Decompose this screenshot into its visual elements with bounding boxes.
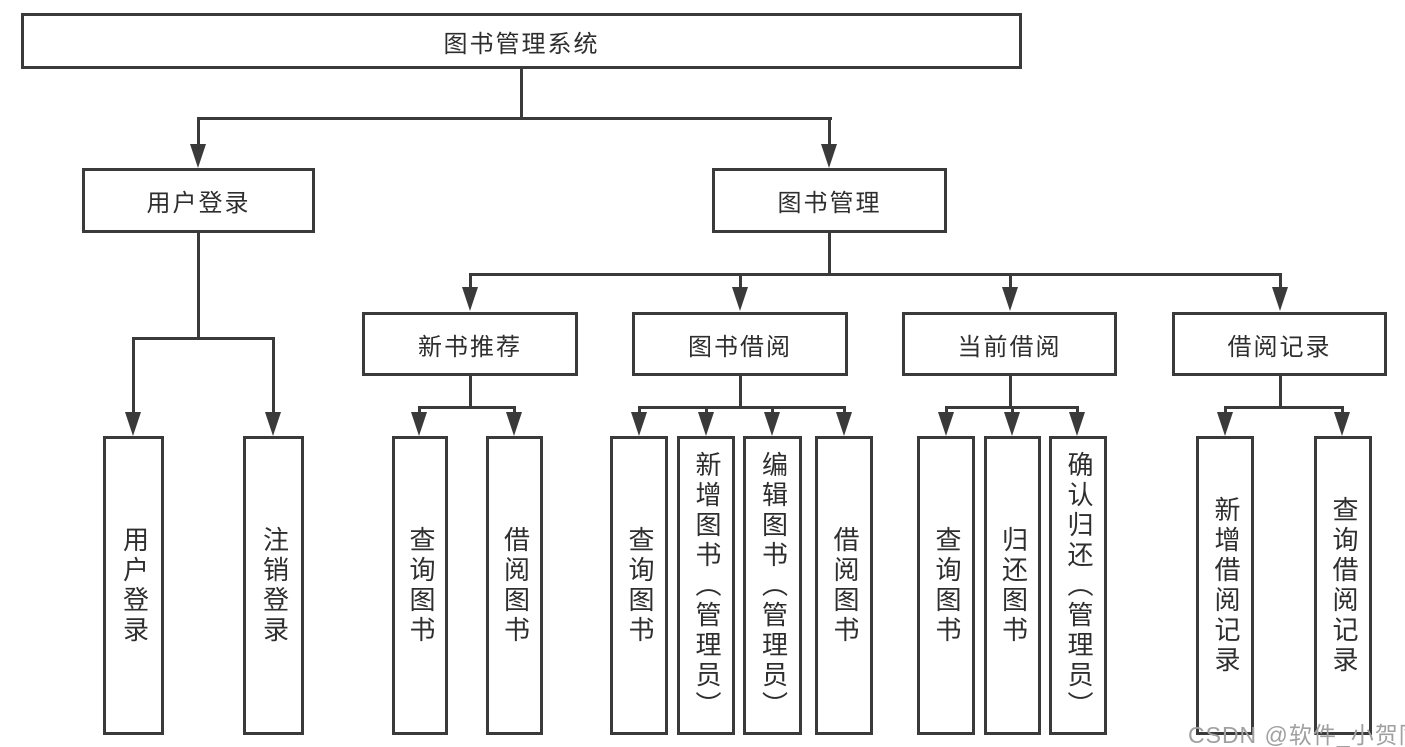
leaf-br-add-borrow-record: 新增借阅记录 [1196, 436, 1254, 735]
node-user-login: 用户登录 [82, 168, 315, 233]
node-book-borrow: 图书借阅 [632, 312, 848, 376]
node-book-management-label: 图书管理 [777, 190, 882, 217]
leaf-bb-edit-book-admin: 编辑图书（管理员） [743, 436, 802, 735]
connector-new-book-rec-stub [469, 376, 472, 406]
node-new-book-recommend-label: 新书推荐 [418, 333, 522, 361]
connector-arrow-stem-nb1 [418, 406, 421, 414]
connector-arrow-stem-borrow-record [1279, 273, 1282, 288]
connector-arrow-stem-current-borrow [1009, 273, 1012, 288]
leaf-cb-query-book: 查询图书 [917, 436, 975, 735]
arrowhead-current-borrow [1002, 287, 1018, 311]
leaf-nb-borrow-book: 借阅图书 [486, 436, 543, 735]
connector-book-management-hline [469, 273, 1282, 276]
connector-new-book-rec-hline [418, 406, 516, 409]
leaf-cb-confirm-return-admin: 确认归还（管理员） [1049, 436, 1107, 735]
connector-borrow-record-stub [1279, 376, 1282, 406]
connector-arrow-stem-bb1 [638, 406, 641, 414]
connector-arrow-stem-book-management [828, 117, 831, 145]
leaf-bb-borrow-book-label: 借阅图书 [829, 525, 860, 646]
arrowhead-cb-query-book [938, 412, 954, 436]
leaf-logout-label: 注销登录 [259, 525, 290, 646]
arrowhead-new-book-rec [462, 287, 478, 311]
connector-arrow-stem-cb2 [1011, 406, 1014, 414]
connector-user-login-stub [197, 233, 200, 337]
leaf-bb-edit-book-admin-label: 编辑图书（管理员） [758, 450, 789, 721]
connector-arrow-stem-br2 [1341, 406, 1344, 414]
connector-arrow-stem-cb3 [1076, 406, 1079, 414]
arrowhead-leaf-logout [265, 412, 281, 436]
connector-book-borrow-hline [638, 406, 846, 409]
connector-arrow-stem-new-book-rec [469, 273, 472, 288]
leaf-br-add-borrow-record-label: 新增借阅记录 [1210, 495, 1241, 676]
leaf-cb-return-book: 归还图书 [984, 436, 1041, 735]
node-root: 图书管理系统 [21, 13, 1022, 69]
leaf-user-login: 用户登录 [103, 436, 164, 735]
arrowhead-cb-confirm-return [1069, 412, 1085, 436]
arrowhead-br-query-record [1334, 412, 1350, 436]
node-current-borrow-label: 当前借阅 [957, 333, 1062, 361]
arrowhead-cb-return-book [1004, 412, 1020, 436]
leaf-cb-return-book-label: 归还图书 [998, 525, 1029, 646]
leaf-bb-add-book-admin: 新增图书（管理员） [677, 436, 735, 735]
connector-arrow-stem-nb2 [513, 406, 516, 414]
leaf-cb-query-book-label: 查询图书 [931, 525, 962, 646]
connector-arrow-stem-bb2 [705, 406, 708, 414]
leaf-bb-borrow-book: 借阅图书 [815, 436, 873, 735]
connector-arrow-stem-book-borrow [739, 273, 742, 288]
watermark: CSDN @软件_小贺同学 [1188, 722, 1405, 747]
leaf-cb-confirm-return-admin-label: 确认归还（管理员） [1063, 450, 1094, 721]
leaf-user-login-label: 用户登录 [119, 525, 150, 646]
arrowhead-borrow-record [1272, 287, 1288, 311]
connector-arrow-stem-br1 [1224, 406, 1227, 414]
connector-arrow-stem-bb3 [771, 406, 774, 414]
leaf-nb-query-book-label: 查询图书 [405, 525, 436, 646]
connector-arrow-stem-leaf-logout [272, 337, 275, 413]
arrowhead-book-management [821, 144, 837, 168]
connector-current-borrow-stub [1009, 376, 1012, 406]
connector-arrow-stem-user-login [197, 117, 200, 145]
arrowhead-user-login [190, 144, 206, 168]
node-book-borrow-label: 图书借阅 [688, 333, 792, 361]
arrowhead-bb-borrow-book [836, 412, 852, 436]
connector-arrow-stem-leaf-user-login [132, 337, 135, 413]
leaf-bb-query-book-label: 查询图书 [624, 525, 655, 646]
node-root-label: 图书管理系统 [443, 30, 600, 58]
arrowhead-bb-edit-book [764, 412, 780, 436]
leaf-bb-add-book-admin-label: 新增图书（管理员） [691, 450, 722, 721]
arrowhead-bb-query-book [631, 412, 647, 436]
leaf-nb-borrow-book-label: 借阅图书 [500, 525, 531, 646]
connector-user-login-hline [132, 337, 275, 340]
connector-book-borrow-stub [739, 376, 742, 406]
node-new-book-recommend: 新书推荐 [362, 312, 578, 376]
arrowhead-nb-query-book [411, 412, 427, 436]
connector-borrow-record-hline [1224, 406, 1344, 409]
connector-arrow-stem-bb4 [843, 406, 846, 414]
leaf-br-query-borrow-record-label: 查询借阅记录 [1328, 495, 1359, 676]
leaf-nb-query-book: 查询图书 [392, 436, 448, 735]
connector-root-hline [197, 117, 832, 120]
arrowhead-nb-borrow-book [506, 412, 522, 436]
connector-root-stub [520, 69, 523, 117]
connector-book-management-stub [828, 233, 831, 273]
arrowhead-leaf-user-login [125, 412, 141, 436]
node-current-borrow: 当前借阅 [902, 312, 1117, 376]
leaf-br-query-borrow-record: 查询借阅记录 [1314, 436, 1372, 735]
node-borrow-record-label: 借阅记录 [1227, 333, 1332, 361]
arrowhead-br-add-record [1217, 412, 1233, 436]
connector-arrow-stem-cb1 [945, 406, 948, 414]
leaf-logout: 注销登录 [243, 436, 304, 735]
node-borrow-record: 借阅记录 [1172, 312, 1387, 376]
node-user-login-label: 用户登录 [146, 190, 251, 217]
node-book-management: 图书管理 [712, 168, 947, 233]
leaf-bb-query-book: 查询图书 [610, 436, 668, 735]
arrowhead-book-borrow [732, 287, 748, 311]
arrowhead-bb-add-book [698, 412, 714, 436]
